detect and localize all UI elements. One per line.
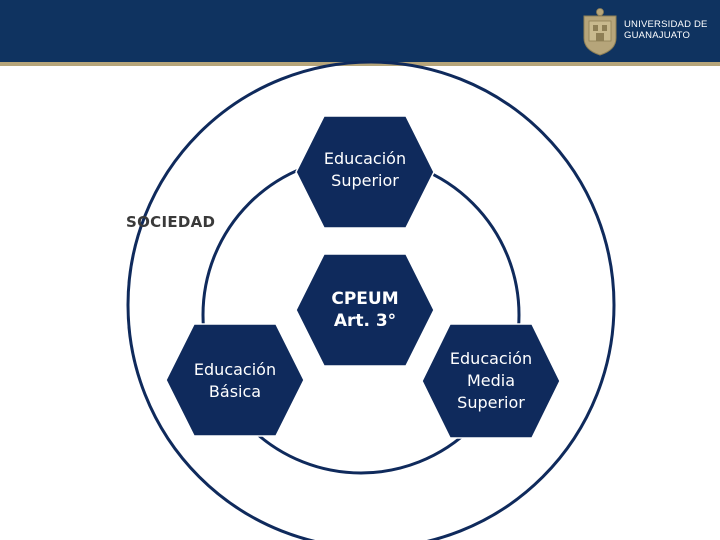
hexagon-top — [295, 115, 435, 229]
right-hex-line1: Educación — [449, 349, 533, 368]
university-name-line2: GUANAJUATO — [624, 30, 691, 41]
top-hex-line2: Superior — [331, 171, 399, 190]
outer-circle — [126, 60, 616, 540]
header-divider — [0, 62, 720, 66]
university-name-line1: UNIVERSIDAD DE — [624, 19, 708, 30]
hexagon-right — [421, 323, 561, 439]
center-hex-line2: Art. 3° — [333, 311, 397, 331]
university-seal-icon — [583, 8, 617, 56]
university-name: UNIVERSIDAD DE GUANAJUATO — [624, 19, 720, 41]
university-logo: UNIVERSIDAD DE GUANAJUATO — [578, 5, 720, 59]
right-hex-line3: Superior — [457, 393, 525, 412]
left-hex-line1: Educación — [193, 360, 277, 379]
center-hex-line1: CPEUM — [331, 289, 399, 309]
center-hex-label: CPEUM Art. 3° — [300, 288, 430, 332]
top-hex-line1: Educación — [323, 149, 407, 168]
right-hex-line2: Media — [466, 371, 516, 390]
right-hex-label: Educación Media Superior — [426, 348, 556, 414]
sociedad-label: SOCIEDAD — [126, 213, 216, 231]
hexagon-left — [165, 323, 305, 437]
hexagon-center — [295, 253, 435, 367]
left-hex-line2: Básica — [208, 382, 262, 401]
top-hex-label: Educación Superior — [300, 148, 430, 192]
left-hex-label: Educación Básica — [170, 359, 300, 403]
